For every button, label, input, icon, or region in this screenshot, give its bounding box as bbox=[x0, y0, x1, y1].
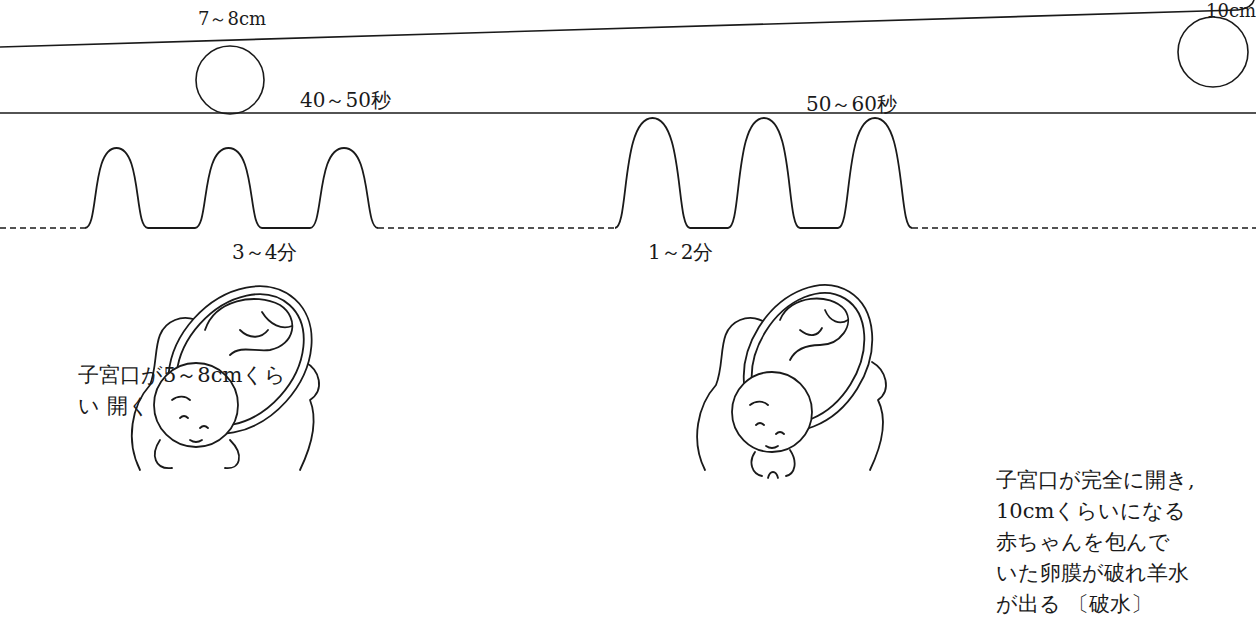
contraction-waves bbox=[85, 118, 912, 228]
dilation-size: 10cm bbox=[1206, 0, 1256, 22]
pelvis-outline bbox=[870, 362, 886, 470]
birth-illustration-right bbox=[697, 261, 898, 478]
dashed-baseline bbox=[378, 227, 615, 229]
baby-limbs bbox=[800, 310, 848, 335]
uterus-inner bbox=[150, 269, 329, 451]
circle-shape bbox=[196, 46, 264, 114]
contraction-wave bbox=[85, 148, 378, 228]
circle-shape bbox=[1178, 17, 1248, 87]
contraction-wave bbox=[615, 118, 912, 228]
baby-body bbox=[205, 299, 292, 355]
uterus-outline bbox=[717, 261, 898, 455]
duration-label: 50～60秒 bbox=[806, 92, 897, 116]
amniotic-fluid bbox=[751, 450, 794, 478]
baby-head bbox=[732, 372, 812, 452]
baby-body bbox=[780, 299, 848, 360]
dilation-circle: 10cm bbox=[1177, 16, 1249, 88]
uterus-outline bbox=[139, 258, 341, 463]
circle-outline bbox=[1177, 16, 1249, 88]
interval-label: 3～4分 bbox=[232, 240, 297, 264]
slant-line bbox=[0, 10, 1238, 47]
dashed-baseline bbox=[0, 227, 85, 229]
dashed-baseline bbox=[912, 227, 1256, 229]
stage-note: 子宮口が完全に開き, 10cmくらいになる bbox=[996, 465, 1232, 527]
interval-label: 1～2分 bbox=[648, 240, 713, 264]
birth-canal bbox=[155, 440, 239, 468]
dilation-size: 7～8cm bbox=[198, 8, 266, 30]
stage-note: 子宮口が5～8cmくらい 開く bbox=[78, 360, 304, 422]
circle-outline bbox=[195, 45, 265, 115]
baby-face bbox=[172, 397, 208, 442]
frame-lines bbox=[0, 0, 1256, 113]
dilation-circle: 7～8cm bbox=[195, 45, 265, 115]
divider-line bbox=[0, 112, 1256, 114]
baby-limbs bbox=[240, 312, 292, 337]
duration-label: 40～50秒 bbox=[300, 88, 391, 112]
baby-face bbox=[750, 402, 784, 448]
stage-note: 赤ちゃんを包んでいた卵膜が破れ羊水が出る 〔破水〕 bbox=[996, 527, 1189, 618]
